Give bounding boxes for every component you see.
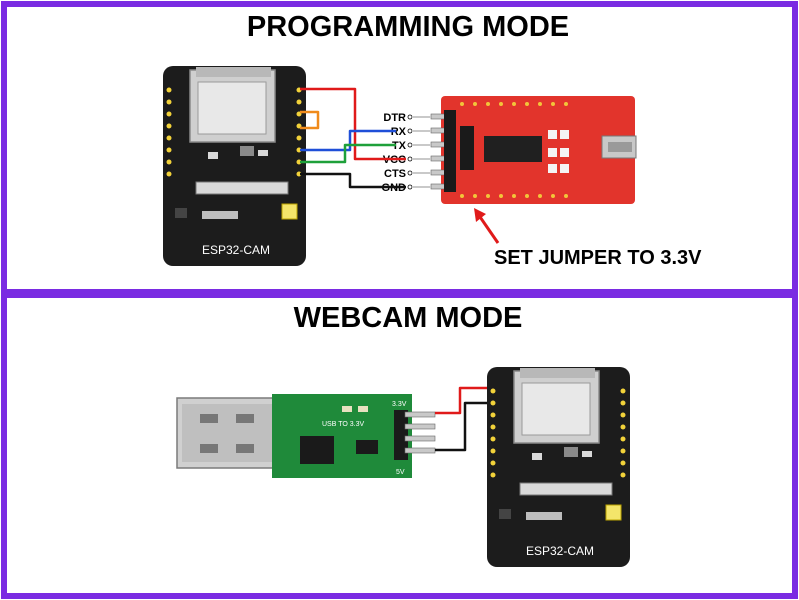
ftdi-pin-dtr: DTR <box>383 112 406 124</box>
adapter-voltage-5v: 5V <box>396 469 405 476</box>
programming-panel-frame <box>1 1 798 295</box>
ftdi-pin-cts: CTS <box>384 168 406 180</box>
voltage-jumper <box>460 126 474 170</box>
wire-webcam-black <box>435 401 492 452</box>
camera-connector <box>195 181 289 195</box>
flash-led-bottom <box>605 504 622 521</box>
wire-rx-blue <box>300 129 396 152</box>
jumper-arrow <box>474 208 500 244</box>
esp32-cam-board-top: ESP32-CAM <box>163 66 306 266</box>
ftdi-adapter-board <box>430 96 637 204</box>
flash-led <box>281 203 298 220</box>
esp32-cam-label-bottom: ESP32-CAM <box>526 544 594 558</box>
ftdi-chip <box>484 136 542 162</box>
wire-vcc-red <box>300 87 406 161</box>
programming-mode-title: PROGRAMMING MODE <box>247 11 569 43</box>
wire-gnd-black <box>300 172 406 189</box>
ftdi-pin-rx: RX <box>391 126 407 138</box>
usb-a-plug <box>176 397 281 469</box>
usb-to-3v3-adapter-board: USB TO 3.3V 3.3V 5V <box>272 394 436 478</box>
webcam-mode-title: WEBCAM MODE <box>294 302 523 334</box>
esp32-cam-label-top: ESP32-CAM <box>202 243 270 257</box>
wire-io0-gnd-orange <box>300 110 320 130</box>
adapter-label: USB TO 3.3V <box>322 421 364 428</box>
wire-tx-green <box>300 143 396 164</box>
jumper-note: SET JUMPER TO 3.3V <box>494 247 702 269</box>
ftdi-pin-tx: TX <box>392 140 407 152</box>
adapter-voltage-3v3: 3.3V <box>392 401 407 408</box>
wire-webcam-red <box>435 386 492 415</box>
esp32-cam-board-bottom: ESP32-CAM <box>487 367 630 567</box>
camera-connector-bottom <box>519 482 613 496</box>
